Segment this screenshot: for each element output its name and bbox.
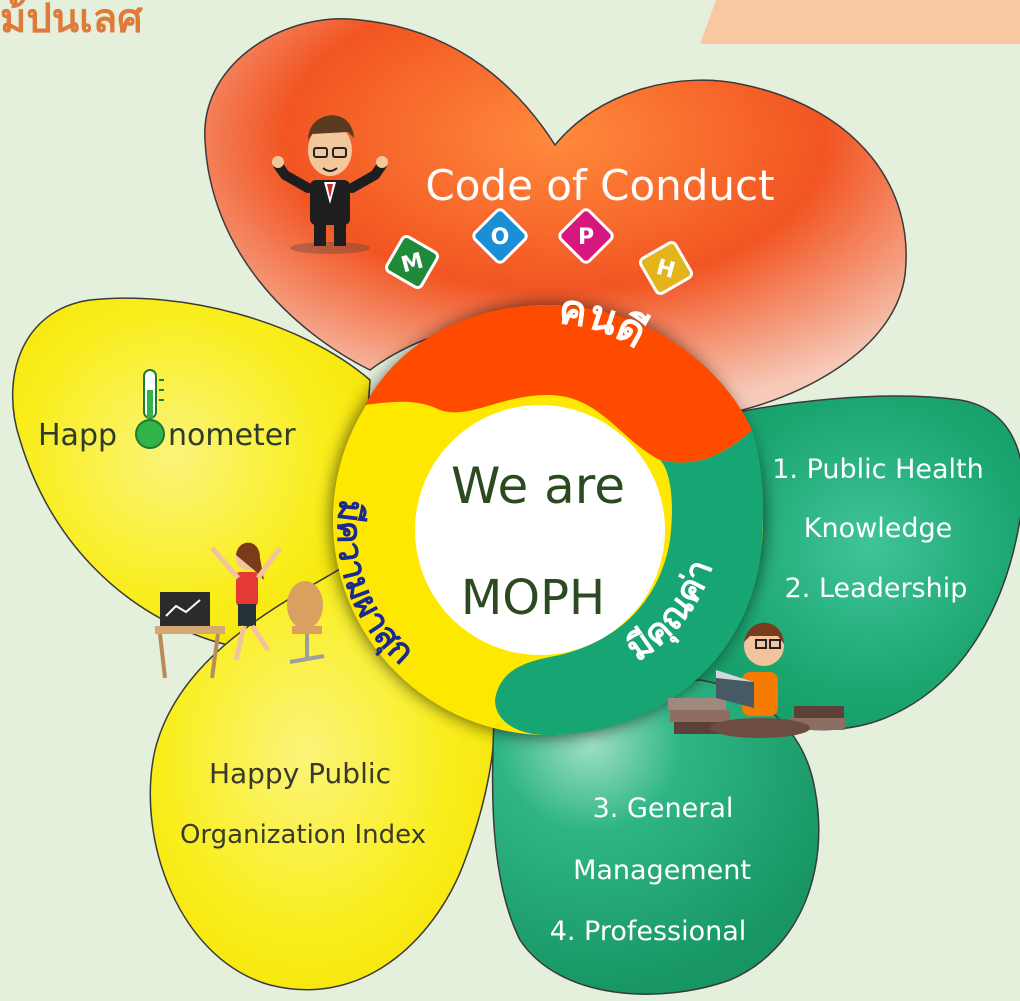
- competency-line4: 3. General: [593, 793, 734, 824]
- competency-line5: Management: [573, 855, 751, 886]
- center-disc: [415, 405, 665, 655]
- petal-right-lower: [491, 679, 820, 995]
- center-line2: MOPH: [461, 570, 605, 626]
- competency-line3: 2. Leadership: [785, 573, 968, 604]
- thermometer-icon: [135, 369, 165, 449]
- happy-public-line2: Organization Index: [180, 820, 426, 850]
- happinometer-suffix: nometer: [168, 418, 296, 453]
- badge-o: O: [472, 208, 528, 264]
- happy-public-line1: Happy Public: [209, 757, 391, 790]
- badge-p: P: [558, 208, 614, 264]
- office-worker-icon: [155, 542, 325, 679]
- competency-line6: 4. Professional: [550, 916, 747, 947]
- happinometer-prefix: Happ: [38, 418, 117, 453]
- businessman-icon: [272, 115, 388, 254]
- badge-m: M: [385, 235, 439, 289]
- badge-letter: P: [578, 225, 594, 250]
- ring-segment-green: [495, 430, 764, 735]
- heading-fragment: ม้ปนเลศ: [0, 0, 143, 42]
- badge-h: H: [639, 241, 693, 295]
- competency-line1: 1. Public Health: [772, 454, 984, 485]
- badge-letter: O: [491, 225, 510, 250]
- competency-line2: Knowledge: [804, 513, 952, 544]
- center-line1: We are: [451, 457, 625, 515]
- ring-segment-red: [365, 305, 752, 463]
- reader-icon: [668, 622, 845, 738]
- code-of-conduct-title: Code of Conduct: [425, 161, 774, 210]
